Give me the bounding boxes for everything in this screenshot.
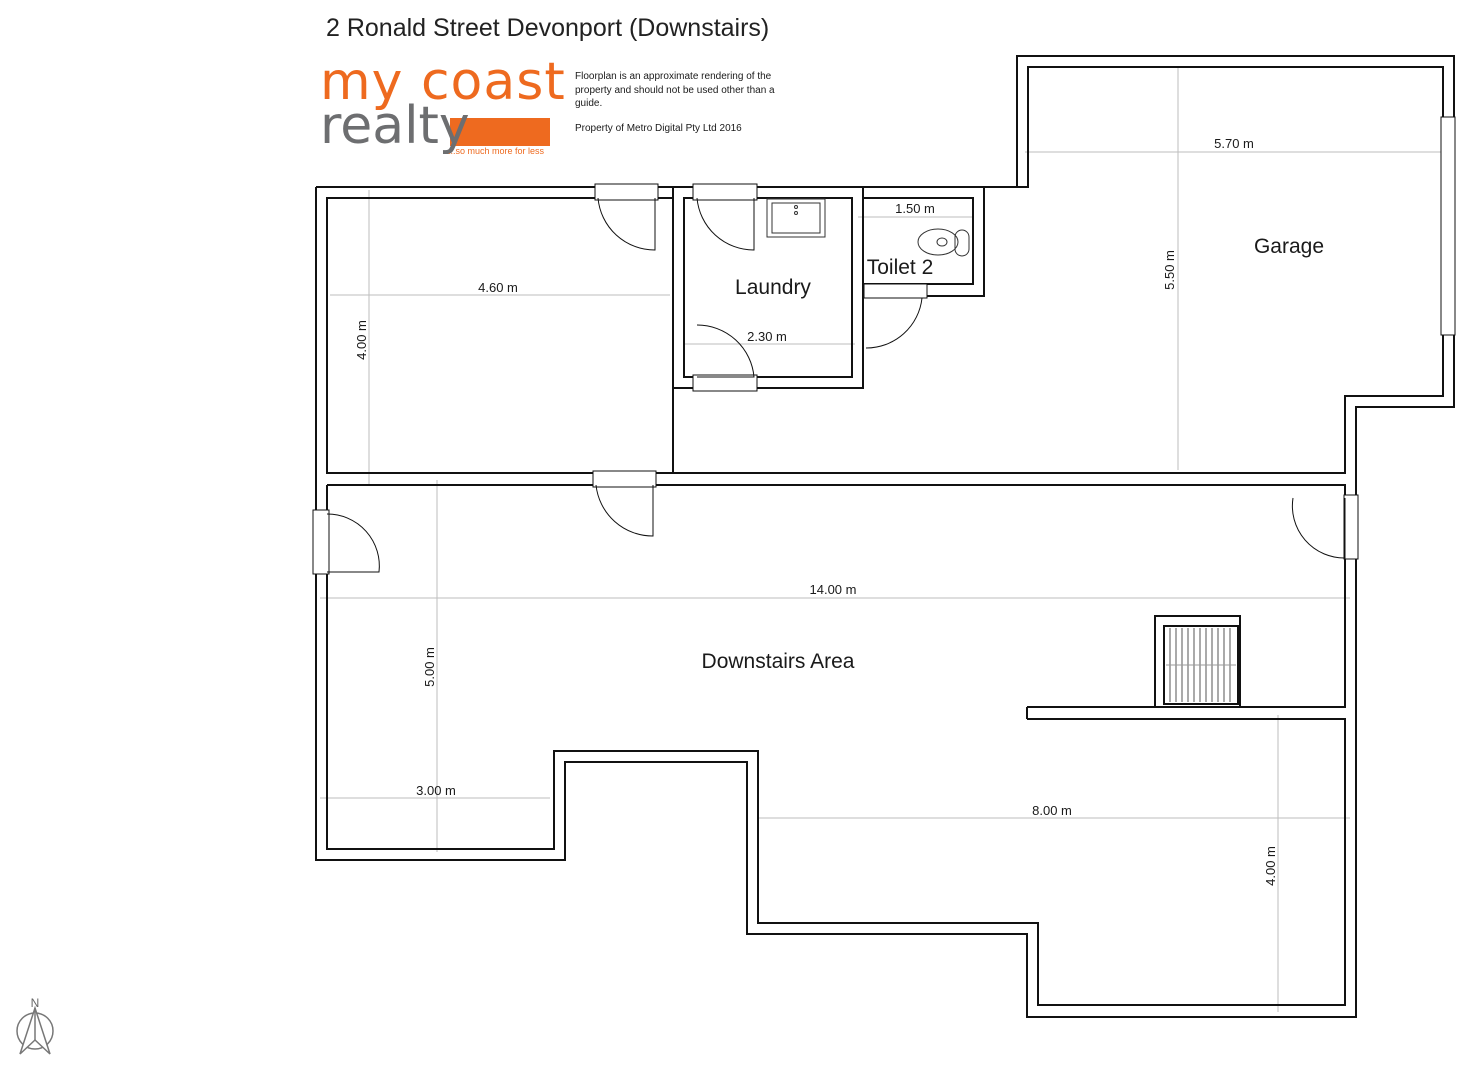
dimension-label-alcove-width: 3.00 m bbox=[416, 783, 456, 798]
logo-tagline: ...so much more for less bbox=[448, 146, 545, 156]
dimension-label-room-width: 4.60 m bbox=[478, 280, 518, 295]
room-label-laundry: Laundry bbox=[735, 276, 811, 299]
logo-text-realty: realty bbox=[320, 96, 470, 156]
door-swings bbox=[326, 197, 1346, 573]
logo-text-my-coast: my coast bbox=[320, 52, 566, 112]
toilet-fixture bbox=[917, 228, 970, 257]
laundry-sink bbox=[766, 198, 826, 238]
dimension-label-laundry-width: 2.30 m bbox=[747, 329, 787, 344]
dimension-label-toilet-width: 1.50 m bbox=[895, 201, 935, 216]
room-label-downstairs-area: Downstairs Area bbox=[702, 650, 855, 673]
ownership-note: Property of Metro Digital Pty Ltd 2016 bbox=[575, 123, 742, 134]
dimension-label-area-width: 14.00 m bbox=[810, 582, 857, 597]
dimension-label-garage-width: 5.70 m bbox=[1214, 136, 1254, 151]
staircase bbox=[1166, 628, 1236, 702]
dimension-label-area-depth: 5.00 m bbox=[422, 647, 437, 687]
dimension-label-lower-width: 8.00 m bbox=[1032, 803, 1072, 818]
dimension-lines bbox=[320, 68, 1448, 1012]
room-label-garage: Garage bbox=[1254, 235, 1324, 258]
compass-north-label: N bbox=[31, 996, 40, 1010]
dimension-label-room-depth: 4.00 m bbox=[354, 320, 369, 360]
logo-orange-bar bbox=[450, 118, 550, 146]
room-label-toilet: Toilet 2 bbox=[867, 256, 934, 279]
walls bbox=[315, 55, 1455, 1018]
doors bbox=[312, 116, 1456, 575]
disclaimer-note: Floorplan is an approximate rendering of… bbox=[575, 71, 775, 109]
company-logo: my coast realty ...so much more for less bbox=[320, 56, 565, 161]
page-title: 2 Ronald Street Devonport (Downstairs) bbox=[326, 14, 770, 42]
dimension-label-lower-depth: 4.00 m bbox=[1263, 846, 1278, 886]
dimension-label-garage-depth: 5.50 m bbox=[1162, 250, 1177, 290]
north-compass-icon bbox=[16, 1005, 54, 1055]
